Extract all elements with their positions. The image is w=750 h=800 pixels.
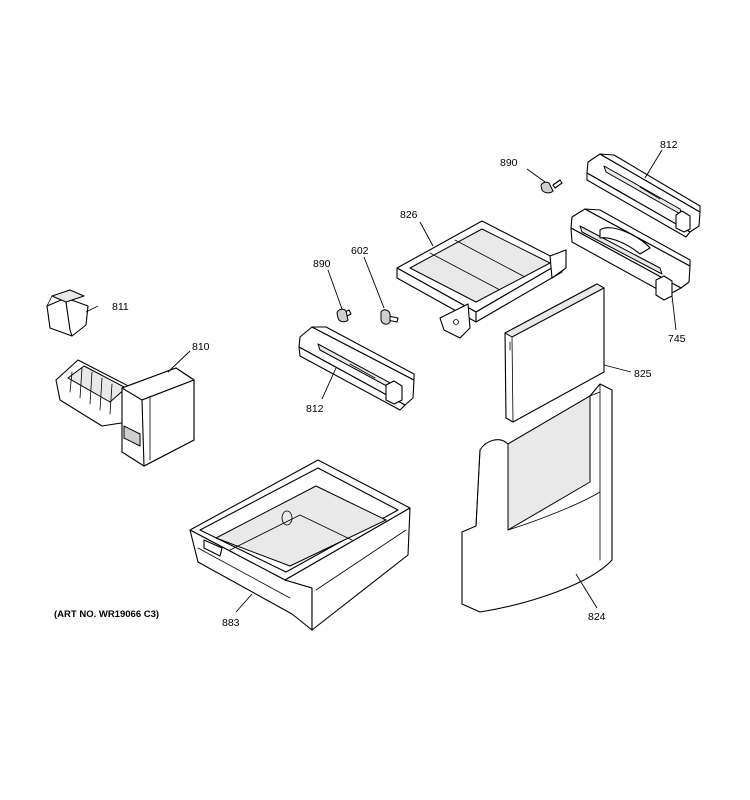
callout-811: 811 xyxy=(112,301,129,313)
callout-812-mid: 812 xyxy=(306,403,324,415)
icemaker-810 xyxy=(55,359,195,467)
screw-602 xyxy=(380,309,399,325)
bracket-745 xyxy=(570,208,691,301)
cover-825 xyxy=(504,283,605,423)
ice-bucket-883 xyxy=(189,459,411,631)
callout-890-top: 890 xyxy=(500,157,518,169)
art-number: (ART NO. WR19066 C3) xyxy=(54,609,159,620)
callout-745: 745 xyxy=(668,333,686,345)
bracket-812-mid xyxy=(298,326,415,411)
callout-602: 602 xyxy=(351,245,369,257)
bracket-812-top xyxy=(586,153,701,238)
clip-811 xyxy=(46,289,89,337)
callout-826: 826 xyxy=(400,209,418,221)
shelf-frame-826 xyxy=(396,220,567,339)
callout-890-mid: 890 xyxy=(313,258,331,270)
callout-883: 883 xyxy=(222,617,240,629)
callout-labels: 890 812 826 890 602 811 810 812 745 825 … xyxy=(54,139,686,629)
callout-825: 825 xyxy=(634,368,652,380)
leader-lines xyxy=(85,149,677,613)
callout-812-top: 812 xyxy=(660,139,678,151)
callout-810: 810 xyxy=(192,341,210,353)
callout-824: 824 xyxy=(588,611,606,623)
screw-890-top xyxy=(540,179,563,194)
bin-front-824 xyxy=(461,383,613,613)
screw-890-mid xyxy=(336,308,352,323)
